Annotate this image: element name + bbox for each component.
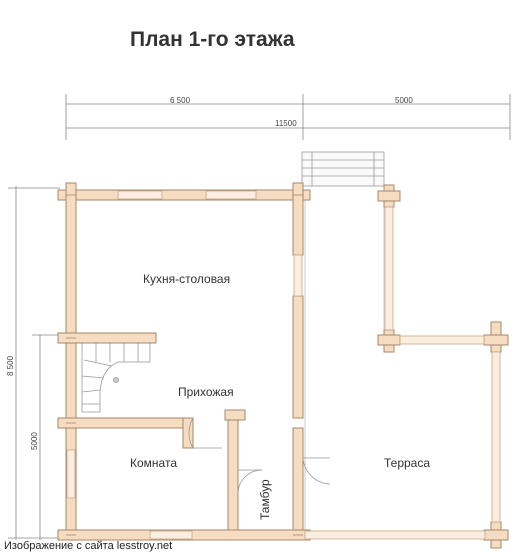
doors xyxy=(188,417,331,495)
plan-title: План 1-го этажа xyxy=(130,28,295,51)
dimension-left-lower: 5000 xyxy=(30,432,39,450)
room-label-terrace: Терраса xyxy=(384,456,431,470)
porch-stairs xyxy=(301,151,385,187)
log-joints xyxy=(66,194,303,536)
walls xyxy=(57,182,509,549)
room-label-kitchen: Кухня-столовая xyxy=(143,272,231,286)
windows xyxy=(66,190,501,540)
interior-staircase xyxy=(81,339,151,413)
room-label-vestibule: Тамбур xyxy=(258,479,272,520)
dimension-total: 11500 xyxy=(275,119,297,128)
image-credit: Изображение с сайта lesstroy.net xyxy=(4,540,173,552)
dimension-left-overall: 8 500 xyxy=(6,355,15,376)
terrace-outline xyxy=(304,195,497,540)
dimension-top-left: 6 500 xyxy=(170,96,191,105)
room-label-room: Комната xyxy=(130,456,177,470)
room-label-hall: Прихожая xyxy=(178,385,234,399)
dimension-top-right: 5000 xyxy=(395,96,413,105)
top-dimension-lines xyxy=(65,94,511,140)
left-dimension-lines xyxy=(8,186,60,540)
